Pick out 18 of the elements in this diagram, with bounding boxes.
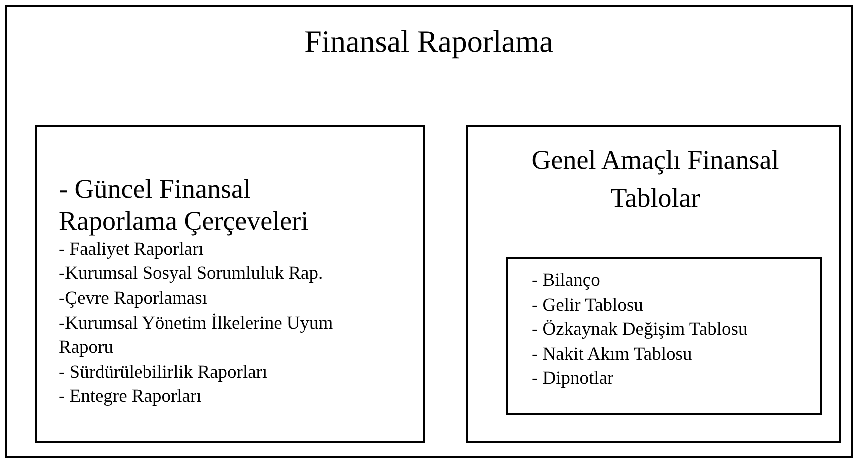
- outer-box: [5, 5, 853, 458]
- panel-box: [466, 125, 841, 443]
- box-heading: Finansal Raporlama: [304, 23, 554, 60]
- list-item: -Kurumsal Yönetim İlkelerine Uyum Raporu: [59, 312, 334, 360]
- list-item: - Bilanço: [532, 270, 600, 293]
- list-item: - Nakit Akım Tablosu: [532, 344, 692, 367]
- list-item: - Gelir Tablosu: [532, 294, 644, 318]
- box-heading: - Güncel Finansal Raporlama Çerçeveleri: [59, 173, 310, 238]
- list-item: - Entegre Raporları: [59, 386, 202, 410]
- list-item: - Özkaynak Değişim Tablosu: [532, 319, 748, 342]
- list-box: [506, 257, 822, 415]
- list-item: -Kurumsal Sosyal Sorumluluk Rap.: [59, 263, 324, 286]
- panel-box: [35, 125, 425, 443]
- list-item: - Sürdürülebilirlik Raporları: [59, 362, 268, 385]
- list-item: - Faaliyet Raporları: [59, 238, 204, 262]
- list-item: - Dipnotlar: [532, 368, 614, 392]
- box-heading: Genel Amaçlı Finansal Tablolar: [530, 144, 780, 216]
- list-item: -Çevre Raporlaması: [59, 288, 208, 311]
